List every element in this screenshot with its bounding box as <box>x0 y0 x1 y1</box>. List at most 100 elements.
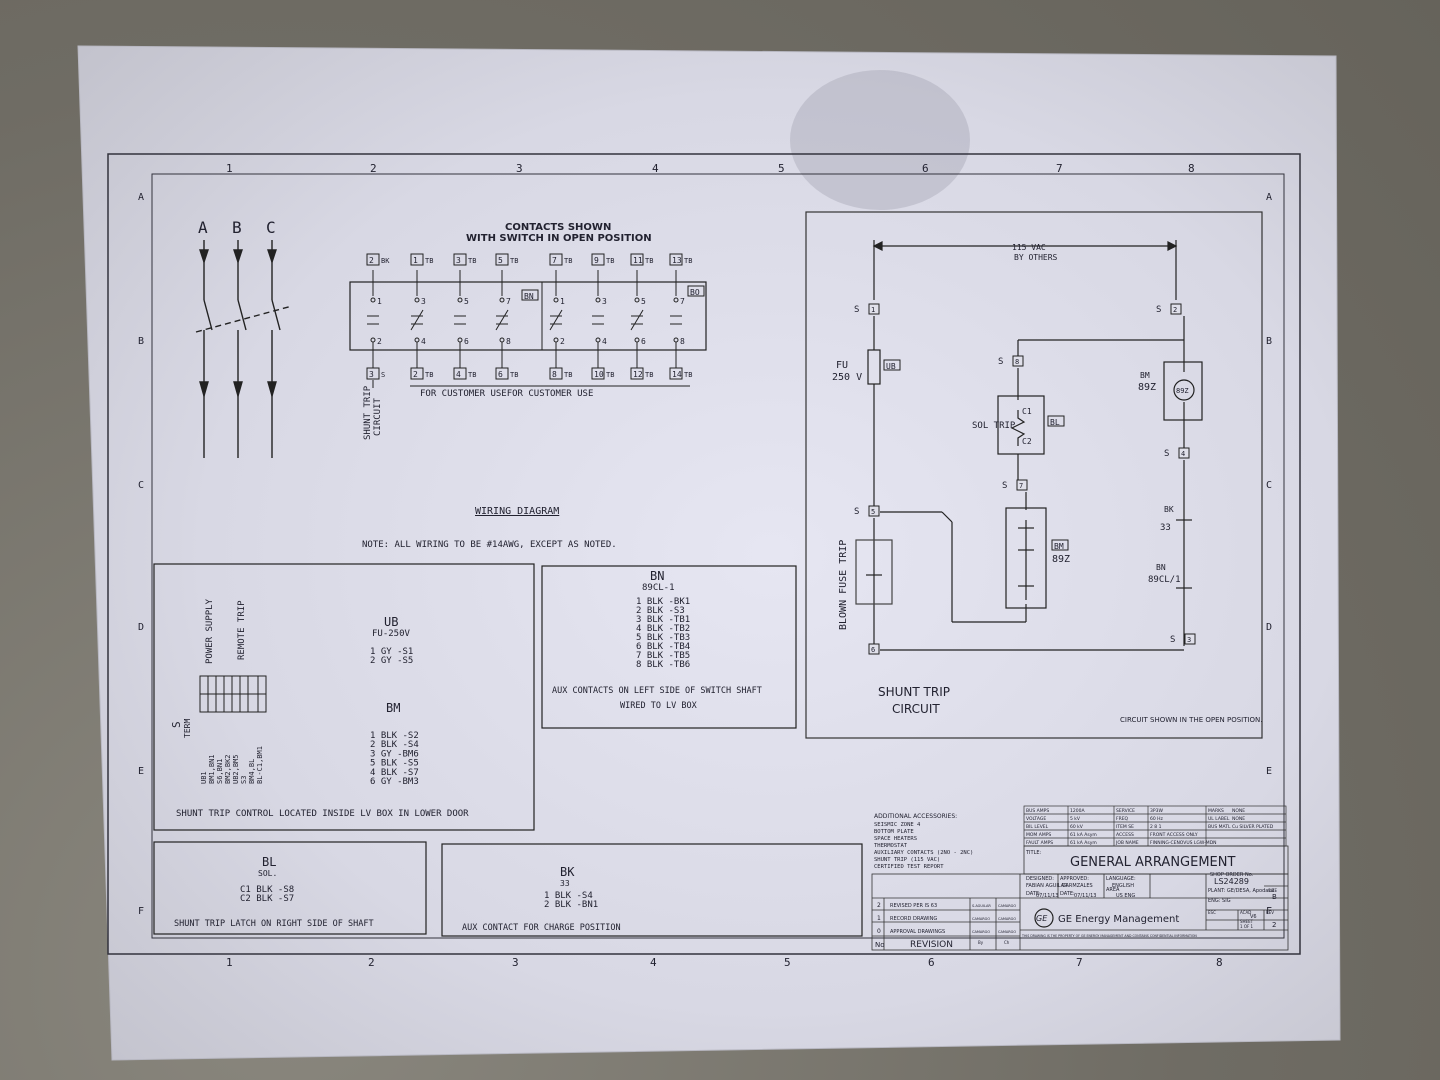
grid-col-bottom-1: 1 <box>226 956 233 969</box>
ratings-cell: MOM AMPS <box>1026 832 1051 838</box>
terminal-number: 9 <box>594 256 599 265</box>
terminal-number: 3 <box>369 370 374 379</box>
s-prefix: S <box>854 507 859 517</box>
terminal-suffix: TB <box>645 371 653 379</box>
terminal-box <box>630 367 644 380</box>
sheet-label: SHEET <box>1240 919 1254 924</box>
wiring-note: NOTE: ALL WIRING TO BE #14AWG, EXCEPT AS… <box>362 540 617 550</box>
term-connection: UB1 <box>200 771 208 784</box>
rev-no: 1 <box>877 915 881 922</box>
contact-top-num: 7 <box>506 297 511 306</box>
ratings-cell: 60 Hz <box>1150 816 1164 822</box>
accessories-title: ADDITIONAL ACCESSORIES: <box>874 813 957 820</box>
ratings-cell: FAULT AMPS <box>1026 840 1053 846</box>
contact-8: 78 <box>670 270 685 368</box>
terminal-box <box>669 253 683 266</box>
rev-value: 2 <box>1272 921 1276 929</box>
rev-no: 0 <box>877 928 881 935</box>
s-prefix: S <box>1156 305 1161 315</box>
bk-box <box>441 843 863 937</box>
contact-bottom-num: 6 <box>641 337 646 346</box>
terminal-suffix: TB <box>684 371 692 379</box>
bl-box <box>153 841 427 935</box>
s-terminal-box <box>1012 355 1024 367</box>
ratings-cell: JOB NAME <box>1115 840 1139 846</box>
terminal-suffix: TB <box>468 371 476 379</box>
terminal-suffix: TB <box>606 371 614 379</box>
terminal-number: 5 <box>498 256 503 265</box>
grid-col-bottom-3: 3 <box>512 956 519 969</box>
bn-box <box>541 565 797 729</box>
date-value-2: 07/11/13 <box>1074 893 1096 899</box>
terminal-suffix: TB <box>510 371 518 379</box>
shunt-circuit-title-2: CIRCUIT <box>892 702 940 716</box>
ratings-cell: 3P3W <box>1150 808 1163 814</box>
bk-device: 33 <box>1160 523 1171 533</box>
bk-box-title: BK <box>560 865 575 879</box>
sheet-value: 1 OF 1 <box>1240 924 1254 929</box>
wire-row: 5 BLK -S5 <box>370 759 419 769</box>
terminal-box <box>453 253 467 266</box>
grid-row-left-C: C <box>138 480 144 491</box>
term-connection: BL-C1,BM1 <box>256 746 264 784</box>
terminal-suffix: TB <box>684 257 692 265</box>
terminal-box <box>591 253 605 266</box>
contact-2: 34 <box>410 270 426 368</box>
grid-col-top-7: 7 <box>1056 162 1063 175</box>
grid-row-right-D: D <box>1266 622 1272 633</box>
fuse-label: FU <box>836 360 848 371</box>
power-supply-label: POWER SUPPLY <box>205 598 215 664</box>
wire-row: SPACE HEATERS <box>874 836 917 842</box>
terminal-number: 6 <box>498 370 503 379</box>
fuse-rating: 250 V <box>832 372 862 383</box>
ratings-cell: 61 kA Asym <box>1070 840 1097 846</box>
ratings-cell: Cu SILVER PLATED <box>1232 824 1274 830</box>
terminal-box <box>366 253 380 266</box>
ratings-cell: 1200A <box>1070 808 1085 814</box>
terminal-box <box>591 367 605 380</box>
outer-frame <box>107 153 1301 955</box>
terminal-number: 10 <box>594 370 604 379</box>
s-terminal-s7: 7 <box>1019 482 1023 490</box>
contact-7: 56 <box>630 270 646 368</box>
terminal-box <box>669 367 683 380</box>
s-terminal-s2: 2 <box>1173 306 1177 314</box>
wire-row: AUXILIARY CONTACTS (2NO - 2NC) <box>874 850 973 856</box>
terminal-suffix: TB <box>425 371 433 379</box>
grid-row-left-B: B <box>138 336 144 347</box>
scale-label: ESC <box>1208 910 1216 915</box>
s-terminal-s4: 4 <box>1181 450 1185 458</box>
term-s-label: S <box>170 721 183 728</box>
shadow-smudge <box>790 70 970 210</box>
fuse-tag: UB <box>886 362 896 371</box>
s-terminal-s1: 1 <box>871 306 875 314</box>
blown-fuse-trip-label: BLOWN FUSE TRIP <box>838 540 849 630</box>
ratings-cell: ITEM SE <box>1116 824 1134 830</box>
rev-ch-header: Ch <box>1004 940 1010 945</box>
inner-frame <box>151 173 1285 939</box>
grid-row-left-D: D <box>138 622 144 633</box>
rev-text: REVISED PER IS 63 <box>890 903 937 909</box>
s-terminal-s8: 8 <box>1015 358 1019 366</box>
customer-use-label: FOR CUSTOMER USEFOR CUSTOMER USE <box>420 389 593 399</box>
rev-no-header: No <box>875 941 885 949</box>
designed-label: DESIGNED: <box>1026 876 1054 882</box>
terminal-number: 14 <box>672 370 682 379</box>
contacts-title-line1: CONTACTS SHOWN <box>505 222 611 233</box>
rev-no: 2 <box>877 902 881 909</box>
terminal-box <box>453 367 467 380</box>
area-label: AREA <box>1106 887 1120 893</box>
s-terminal-box <box>1170 303 1182 315</box>
voltage-label: 115 VAC <box>1012 243 1046 252</box>
contact-bottom-num: 8 <box>506 337 511 346</box>
bk-wire-list: 1 BLK -S42 BLK -BN1 <box>544 891 598 910</box>
rev-by: CAMARGO <box>972 930 990 934</box>
c2-label: C2 <box>1022 437 1032 446</box>
grid-col-top-1: 1 <box>226 162 233 175</box>
wire-row: 7 BLK -TB5 <box>636 651 690 661</box>
term-label: TERM <box>183 719 192 738</box>
ge-logo-text: GE <box>1036 914 1048 923</box>
